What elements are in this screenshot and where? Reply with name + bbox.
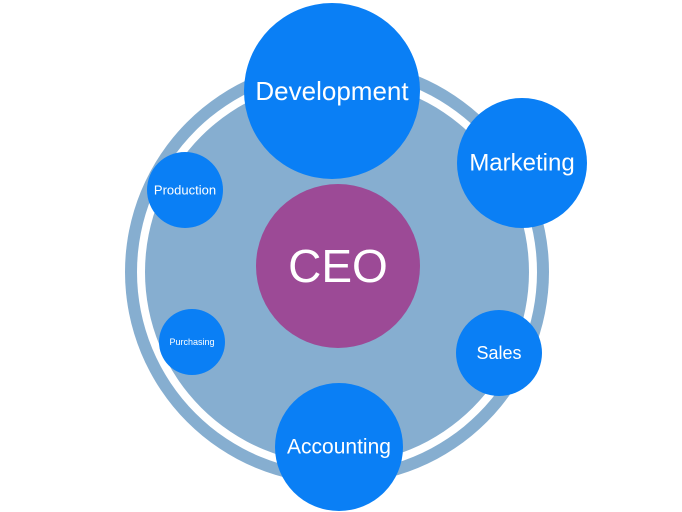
department-label-marketing: Marketing bbox=[469, 150, 574, 177]
department-label-development: Development bbox=[255, 76, 409, 106]
department-node-development: Development bbox=[244, 3, 420, 179]
department-circle bbox=[456, 310, 542, 396]
department-circle bbox=[457, 98, 587, 228]
department-circle bbox=[275, 383, 403, 511]
department-circle bbox=[147, 152, 223, 228]
department-node-sales: Sales bbox=[456, 310, 542, 396]
department-node-accounting: Accounting bbox=[275, 383, 403, 511]
ceo-node: CEO bbox=[256, 184, 420, 348]
department-circle bbox=[244, 3, 420, 179]
department-label-sales: Sales bbox=[476, 343, 521, 363]
department-node-marketing: Marketing bbox=[457, 98, 587, 228]
department-node-production: Production bbox=[147, 152, 223, 228]
ceo-circle bbox=[256, 184, 420, 348]
department-label-purchasing: Purchasing bbox=[169, 337, 214, 347]
ceo-label: CEO bbox=[288, 240, 388, 292]
department-node-purchasing: Purchasing bbox=[159, 309, 225, 375]
department-label-accounting: Accounting bbox=[287, 436, 391, 459]
department-label-production: Production bbox=[154, 183, 216, 198]
department-circle bbox=[159, 309, 225, 375]
